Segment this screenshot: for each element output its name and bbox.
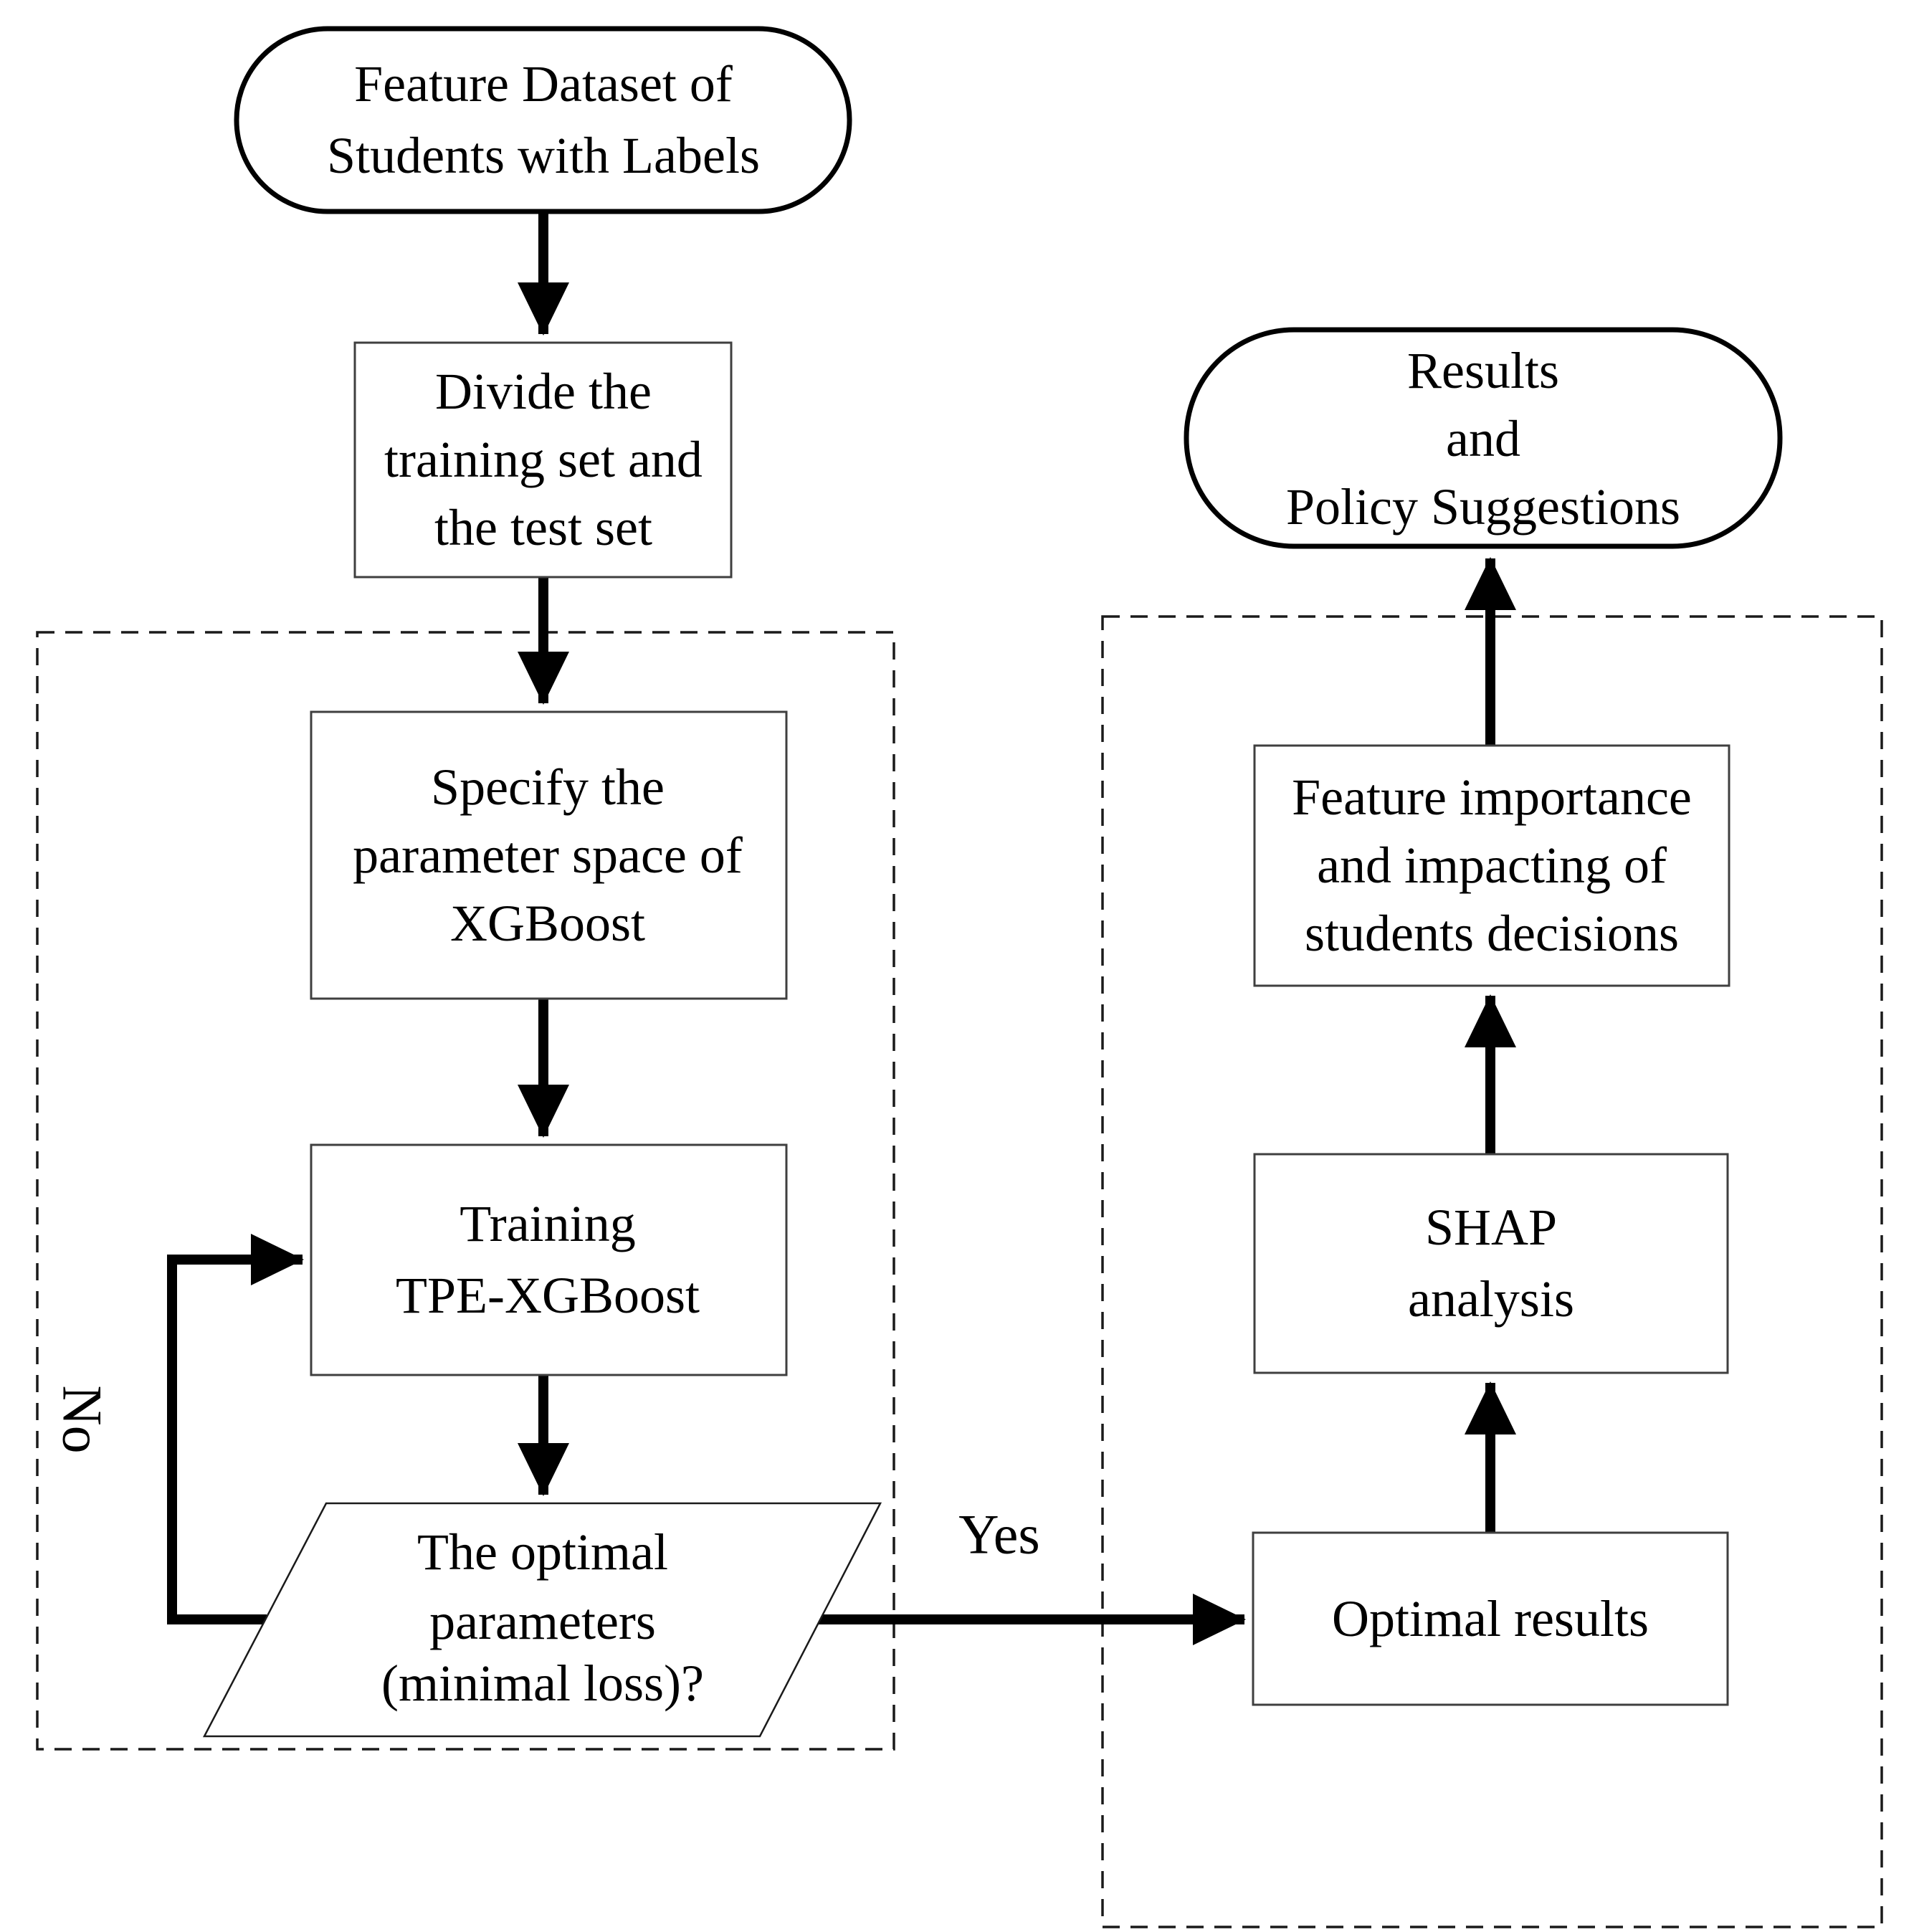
optimal-parameters-shape [202, 1502, 882, 1738]
optimal-results-label-line: Optimal results [1332, 1590, 1649, 1647]
node-training-tpe-xgboost: Training TPE-XGBoost [310, 1143, 788, 1376]
edge-label-yes: Yes [958, 1503, 1040, 1566]
divide-sets-shape [353, 341, 733, 579]
training-tpe-xgboost-shape [310, 1143, 788, 1376]
node-feature-dataset: Feature Dataset of Students with Labels [234, 26, 852, 214]
specify-space-shape [310, 710, 788, 1000]
node-feature-importance: Feature importance and impacting of stud… [1253, 744, 1730, 987]
node-specify-space: Specify the parameter space of XGBoost [310, 710, 788, 1000]
dashed-group-analysis [1101, 615, 1883, 1928]
dashed-group-tuning-loop [36, 631, 895, 1751]
feature-importance-label-line: students decisions [1305, 905, 1679, 962]
shap-analysis-shape [1253, 1153, 1729, 1374]
divide-sets-label-line: the test set [434, 499, 652, 556]
optimal-results-shape [1252, 1531, 1729, 1706]
divide-sets-label-line: Divide the [435, 363, 652, 420]
optimal-parameters-label-line: parameters [429, 1593, 656, 1650]
node-divide-sets: Divide the training set and the test set [353, 341, 733, 579]
specify-space-label-line: parameter space of [353, 827, 743, 884]
specify-space-label-line: XGBoost [450, 895, 645, 952]
shap-analysis-label-line: SHAP [1425, 1199, 1557, 1256]
edge-label-no: No [52, 1385, 114, 1453]
results-policy-label-line: and [1446, 410, 1520, 467]
feature-importance-label-line: Feature importance [1292, 768, 1692, 826]
feature-dataset-label-line: Feature Dataset of [354, 55, 733, 113]
node-optimal-parameters: The optimal parameters (minimal loss)? [202, 1502, 882, 1738]
divide-sets-label-line: training set and [384, 431, 703, 488]
training-tpe-xgboost-label-line: Training [460, 1195, 635, 1252]
results-policy-label-line: Policy Suggestions [1286, 478, 1680, 536]
feature-importance-shape [1253, 744, 1730, 987]
node-results-policy: Results and Policy Suggestions [1184, 327, 1783, 549]
node-optimal-results: Optimal results [1252, 1531, 1729, 1706]
optimal-parameters-label-line: (minimal loss)? [381, 1655, 704, 1712]
shap-analysis-label-line: analysis [1408, 1270, 1574, 1328]
specify-space-label-line: Specify the [431, 758, 665, 816]
feature-dataset-label-line: Students with Labels [327, 127, 760, 184]
feature-importance-label-line: and impacting of [1317, 837, 1667, 894]
arrow-no-loop [167, 1234, 304, 1624]
results-policy-shape [1184, 327, 1783, 549]
optimal-parameters-label-line: The optimal [417, 1523, 668, 1581]
results-policy-label-line: Results [1407, 342, 1559, 399]
feature-dataset-shape [234, 26, 852, 214]
node-shap-analysis: SHAP analysis [1253, 1153, 1729, 1374]
training-tpe-xgboost-label-line: TPE-XGBoost [396, 1267, 700, 1324]
